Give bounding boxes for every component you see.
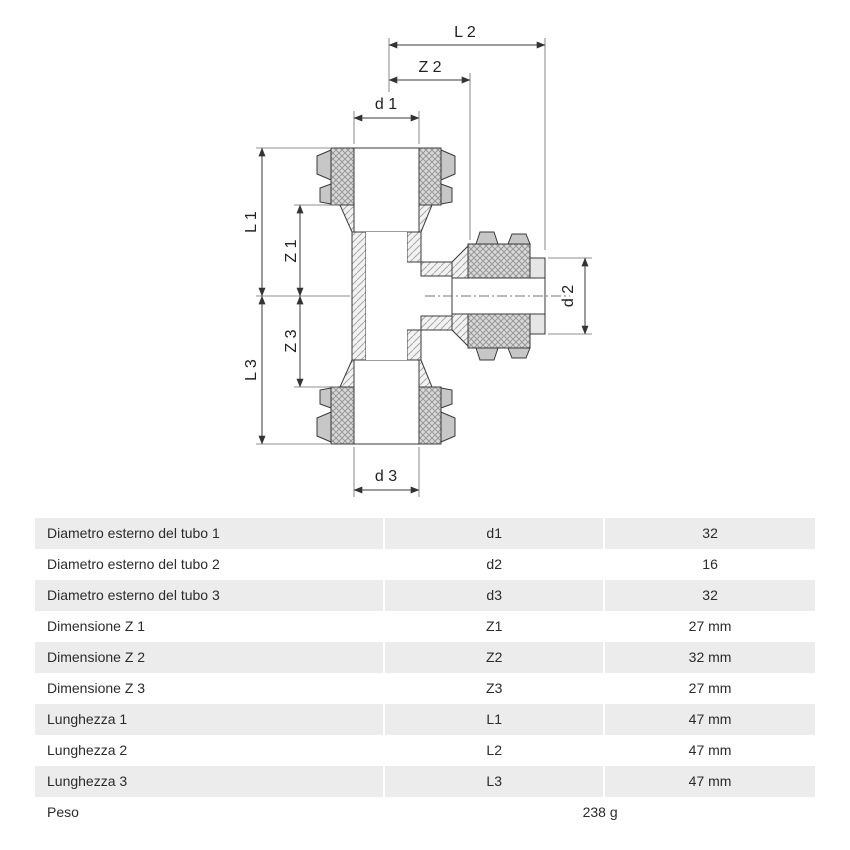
dim-label-z3: Z 3 [283, 329, 300, 352]
dim-label-l1: L 1 [243, 211, 260, 233]
table-row-weight: Peso 238 g [35, 797, 815, 828]
dim-label-d3: d 3 [375, 468, 397, 485]
spec-value: 47 mm [688, 773, 732, 789]
spec-value: 27 mm [688, 618, 732, 634]
fitting-top-connection [316, 147, 456, 233]
spec-label: Lunghezza 2 [35, 735, 386, 766]
dim-label-z1: Z 1 [283, 239, 300, 262]
spec-code: Z1 [385, 611, 606, 642]
dim-label-d2: d 2 [560, 285, 577, 307]
fitting-diagram: L 2 Z 2 d 1 L 1 Z 1 Z 3 L 3 d 2 d 3 [243, 24, 592, 497]
dimension-lines [258, 41, 589, 494]
spec-code: L1 [385, 704, 606, 735]
spec-label: Dimensione Z 2 [35, 642, 386, 673]
spec-value: 32 mm [688, 649, 732, 665]
spec-code: Z3 [385, 673, 606, 704]
spec-value: 27 mm [688, 680, 732, 696]
dimension-labels: L 2 Z 2 d 1 L 1 Z 1 Z 3 L 3 d 2 d 3 [243, 24, 577, 485]
table-row: Diametro esterno del tubo 2 d2 16 [35, 549, 815, 580]
spec-label: Peso [35, 797, 386, 828]
spec-value: 47 mm [688, 742, 732, 758]
spec-value: 238 g [582, 804, 618, 820]
table-row: Dimensione Z 3 Z3 27 mm [35, 673, 815, 704]
fitting-body [351, 231, 422, 361]
dim-label-l2: L 2 [454, 24, 476, 41]
table-row: Dimensione Z 1 Z1 27 mm [35, 611, 815, 642]
spec-label: Diametro esterno del tubo 3 [35, 580, 386, 611]
spec-code: d2 [385, 549, 606, 580]
dim-label-z2: Z 2 [418, 59, 441, 76]
spec-value: 32 [702, 587, 718, 603]
spec-label: Lunghezza 1 [35, 704, 386, 735]
table-row: Lunghezza 1 L1 47 mm [35, 704, 815, 735]
spec-label: Dimensione Z 3 [35, 673, 386, 704]
table-row: Lunghezza 3 L3 47 mm [35, 766, 815, 797]
spec-label: Diametro esterno del tubo 2 [35, 549, 386, 580]
dim-label-l3: L 3 [243, 359, 260, 381]
spec-value: 16 [702, 556, 718, 572]
dim-label-d1: d 1 [375, 96, 397, 113]
spec-label: Dimensione Z 1 [35, 611, 386, 642]
table-row: Dimensione Z 2 Z2 32 mm [35, 642, 815, 673]
table-row: Diametro esterno del tubo 1 d1 32 [35, 518, 815, 549]
spec-value: 32 [702, 525, 718, 541]
fitting-side-branch [420, 231, 570, 361]
fitting-bottom-connection [316, 359, 456, 445]
table-row: Lunghezza 2 L2 47 mm [35, 735, 815, 766]
spec-label: Lunghezza 3 [35, 766, 386, 797]
spec-code: d3 [385, 580, 606, 611]
table-row: Diametro esterno del tubo 3 d3 32 [35, 580, 815, 611]
spec-code: L2 [385, 735, 606, 766]
spec-table: Diametro esterno del tubo 1 d1 32 Diamet… [35, 518, 815, 828]
spec-value: 47 mm [688, 711, 732, 727]
spec-code: L3 [385, 766, 606, 797]
spec-code: Z2 [385, 642, 606, 673]
spec-label: Diametro esterno del tubo 1 [35, 518, 386, 549]
spec-code: d1 [385, 518, 606, 549]
